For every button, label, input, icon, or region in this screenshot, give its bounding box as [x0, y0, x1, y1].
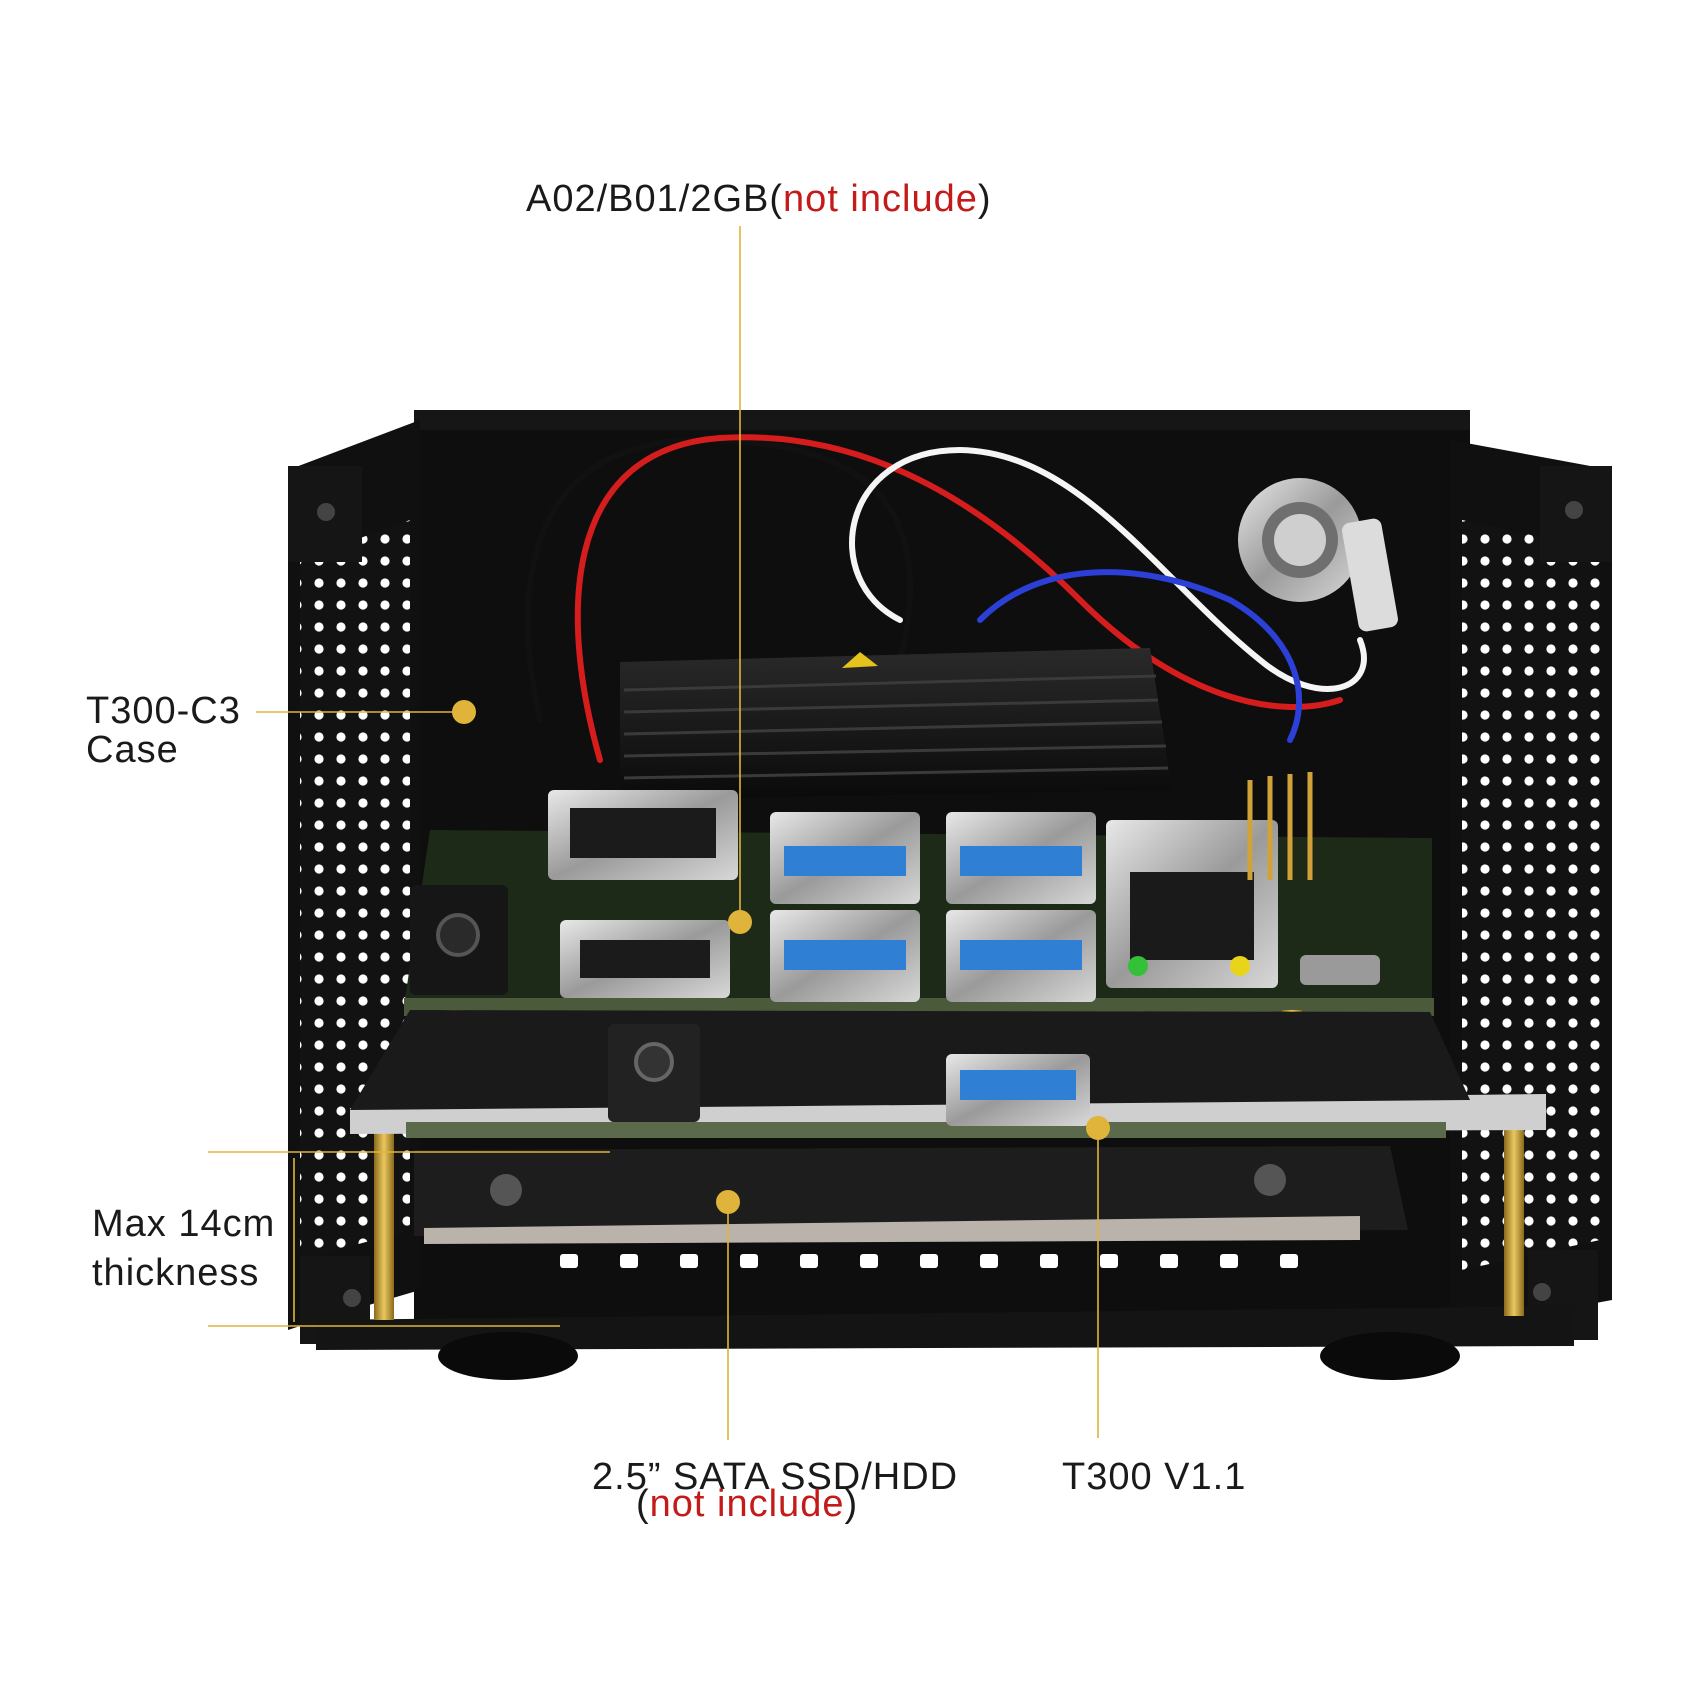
heatsink — [620, 648, 1172, 800]
power-button-wires — [524, 434, 1367, 763]
callout-dot-drive — [716, 1190, 740, 1214]
thickness-label-line2: thickness — [92, 1251, 260, 1294]
carrier-board — [350, 1010, 1546, 1138]
drive-label-highlight: not include — [649, 1483, 845, 1525]
callout-dot-carrier — [1086, 1116, 1110, 1140]
board-label-close: ) — [977, 178, 992, 220]
power-button — [1238, 478, 1398, 632]
drive-label-note: (not include) — [636, 1485, 858, 1523]
sata-drive — [414, 1146, 1408, 1244]
drive-label-open: ( — [636, 1483, 650, 1525]
board-label-text: A02/B01/2GB( — [526, 178, 784, 220]
thickness-label: Max 14cm thickness — [92, 1200, 275, 1297]
drive-label-close: ) — [844, 1483, 859, 1525]
board-label-highlight: not include — [783, 178, 978, 220]
callout-dot-board — [728, 910, 752, 934]
drive-label: 2.5” SATA SSD/HDD — [592, 1456, 959, 1498]
upper-board — [404, 772, 1434, 1016]
case-label-line2: Case — [86, 728, 179, 771]
callout-dots — [452, 700, 1110, 1214]
callout-lines — [208, 226, 1099, 1440]
case-label: T300-C3 Case — [86, 692, 241, 770]
callout-dot-case — [452, 700, 476, 724]
board-label: A02/B01/2GB(not include) — [526, 180, 992, 218]
case-label-line1: T300-C3 — [86, 690, 241, 732]
thickness-label-line1: Max 14cm — [92, 1203, 276, 1245]
carrier-label: T300 V1.1 — [1062, 1456, 1247, 1498]
